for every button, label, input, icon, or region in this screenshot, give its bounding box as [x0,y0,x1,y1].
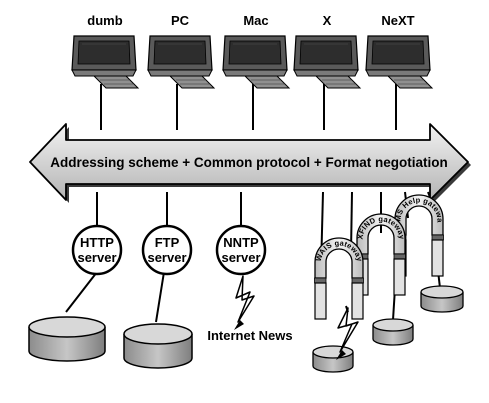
server-ftp-type: server [147,250,186,265]
server-nntp-type: server [221,250,260,265]
database-http [28,316,106,362]
database-vms [420,285,464,313]
server-nntp: NNTP server [215,224,267,276]
database-xfind [372,318,414,346]
lightning-bolt-icon [234,275,255,330]
client-labels: dumb PC Mac X NeXT [87,13,414,28]
client-computers [71,35,433,89]
computer-pc [147,35,215,89]
database-ftp [123,323,193,369]
internet-news-label: Internet News [207,328,292,343]
server-nntp-name: NNTP [223,235,259,250]
lightning-bolt-icon [336,307,359,360]
computer-dumb [71,35,139,89]
client-label-next: NeXT [381,13,414,28]
server-http: HTTP server [71,224,123,276]
gateway-wais: WAIS gateway [314,237,364,320]
client-label-mac: Mac [243,13,268,28]
server-http-name: HTTP [80,235,114,250]
client-label-x: X [323,13,332,28]
database-wais [312,345,354,373]
protocol-bar-label: Addressing scheme + Common protocol + Fo… [50,155,448,170]
computer-next [365,35,433,89]
server-ftp-name: FTP [155,235,180,250]
protocol-arrow-bar: Addressing scheme + Common protocol + Fo… [29,123,471,203]
client-connectors [100,84,397,130]
computer-mac [222,35,290,89]
server-ftp: FTP server [141,224,193,276]
servers: HTTP server FTP server NNTP server [71,224,267,276]
client-label-dumb: dumb [87,13,122,28]
server-http-type: server [77,250,116,265]
client-label-pc: PC [171,13,190,28]
computer-x [293,35,361,89]
